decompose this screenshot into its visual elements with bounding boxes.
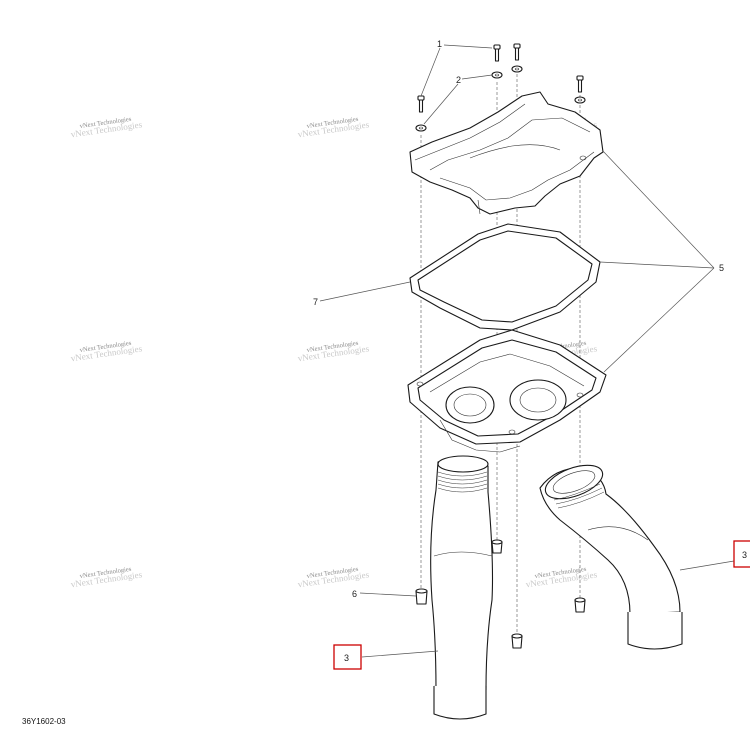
watermark-r1c2: vNext Technologies vNext Technologies bbox=[297, 116, 370, 140]
thread-top bbox=[437, 471, 488, 493]
callout-3-left: 3 bbox=[344, 653, 349, 663]
thread-top bbox=[553, 483, 605, 509]
callout-3-highlight-box-right bbox=[733, 540, 750, 568]
leader-line-3b bbox=[679, 560, 735, 571]
airbox-top-cover bbox=[409, 91, 604, 215]
watermark-r3c1: vNext Technologies vNext Technologies bbox=[70, 566, 143, 590]
leader-line-1 bbox=[443, 44, 493, 49]
gasket bbox=[409, 223, 601, 331]
leader-line-2b bbox=[423, 83, 459, 125]
watermark-r3c3: vNext Technologies vNext Technologies bbox=[525, 566, 598, 590]
mount-hole-icon bbox=[508, 429, 516, 435]
spacer-icon bbox=[511, 633, 523, 649]
leader-line-3a bbox=[361, 650, 439, 658]
spacer-icon bbox=[415, 588, 428, 605]
callout-1: 1 bbox=[437, 39, 442, 49]
watermark-r3c2: vNext Technologies vNext Technologies bbox=[297, 566, 370, 590]
callout-3-highlight-box bbox=[333, 644, 362, 670]
leader-line-1b bbox=[420, 47, 441, 97]
callout-labels: 1 2 5 7 6 3 3 bbox=[313, 39, 750, 670]
callout-3-right: 3 bbox=[742, 550, 747, 560]
mount-hole-icon bbox=[579, 155, 587, 161]
leader-line-5c bbox=[603, 267, 715, 373]
intake-tube-left bbox=[430, 455, 494, 720]
intake-tube-right bbox=[539, 464, 683, 650]
airbox-base bbox=[407, 329, 607, 453]
leader-line-2 bbox=[461, 74, 493, 80]
callout-2: 2 bbox=[456, 75, 461, 85]
intake-port-left bbox=[445, 386, 495, 424]
mount-hole-icon bbox=[576, 392, 584, 398]
leader-lines bbox=[319, 44, 735, 658]
washer-icon bbox=[574, 96, 586, 104]
diagram-reference-code: 36Y1602-03 bbox=[22, 717, 66, 726]
washer-icon bbox=[511, 65, 523, 73]
mount-hole-icon bbox=[416, 381, 424, 387]
leader-line-6 bbox=[359, 592, 417, 597]
leader-line-7 bbox=[319, 281, 411, 302]
leader-line-5b bbox=[599, 261, 715, 269]
callout-7: 7 bbox=[313, 297, 318, 307]
watermark-group: vNext Technologies vNext Technologies vN… bbox=[70, 116, 598, 590]
watermark-r2c1: vNext Technologies vNext Technologies bbox=[70, 340, 143, 364]
intake-port-right bbox=[509, 379, 567, 421]
screw-icon bbox=[513, 43, 521, 61]
watermark-r2c2: vNext Technologies vNext Technologies bbox=[297, 340, 370, 364]
spacer-icon bbox=[491, 539, 503, 554]
screw-icon bbox=[493, 44, 501, 62]
callout-6: 6 bbox=[352, 589, 357, 599]
washer-group bbox=[415, 65, 586, 132]
spacer-icon bbox=[574, 597, 586, 613]
screw-group bbox=[417, 43, 584, 113]
screw-icon bbox=[417, 95, 425, 113]
leader-line-5a bbox=[601, 149, 715, 269]
washer-icon bbox=[415, 124, 427, 132]
callout-5: 5 bbox=[719, 263, 724, 273]
screw-icon bbox=[576, 75, 584, 93]
washer-icon bbox=[491, 71, 503, 79]
spacer-group bbox=[415, 539, 586, 649]
watermark-r1c1: vNext Technologies vNext Technologies bbox=[70, 116, 143, 140]
